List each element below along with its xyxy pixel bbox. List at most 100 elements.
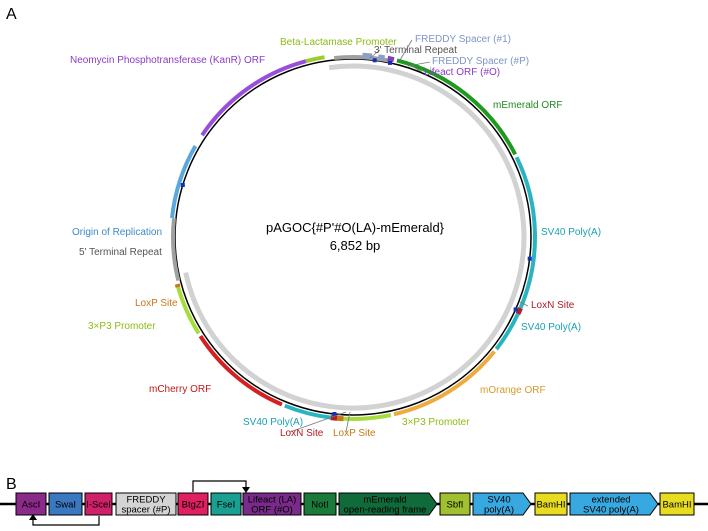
arc-freddy-spacer-1 (362, 52, 373, 59)
arc-origin-of-replication (170, 145, 198, 219)
arc-loxp-site-1 (336, 415, 344, 422)
arc-loxp-site-2 (174, 283, 181, 288)
arc-loxn-site-2 (330, 415, 338, 421)
label-memerald-orf: mEmerald ORF (493, 100, 562, 111)
linear-sbfi (439, 492, 471, 516)
linear-freddy-spacer-p-label: spacer (#P) (121, 505, 170, 516)
plasmid-name: pAGOC{#P'#O(LA)-mEmerald} (266, 220, 445, 235)
linear-bamhi-2 (659, 492, 695, 516)
arc-3xp3-promoter-1 (343, 413, 392, 422)
linear-noti-label: NotI (311, 500, 328, 511)
linear-memerald-label: open-reading frame (344, 505, 427, 516)
linear-i-scei (84, 492, 113, 516)
label-lifeact-orf: Lifeact ORF (#O) (424, 67, 500, 78)
arc-morange-orf (393, 350, 496, 417)
label-three-prime-terminal-repeat: 3' Terminal Repeat (374, 45, 457, 56)
arc-memerald-orf (396, 58, 517, 156)
linear-i-scei-label: I-SceI (86, 500, 111, 511)
feature-labels: Beta-Lactamase Promoter FREDDY Spacer (#… (70, 34, 601, 439)
label-freddy-spacer-p: FREDDY Spacer (#P) (432, 56, 529, 67)
label-freddy-spacer-1: FREDDY Spacer (#1) (415, 34, 511, 45)
arc-loxn-site-1 (515, 307, 523, 315)
label-beta-lactamase-promoter: Beta-Lactamase Promoter (280, 37, 397, 48)
label-mcherry-orf: mCherry ORF (149, 384, 211, 395)
label-loxp-site-1: LoxP Site (333, 428, 376, 439)
linear-sv40 (472, 492, 532, 516)
i-scei-arrowhead-icon (29, 514, 37, 520)
arc-five-prime-terminal-repeat (171, 217, 181, 281)
arc-lifeact-orf (387, 55, 395, 63)
label-sv40-polya-3: SV40 Poly(A) (243, 417, 303, 428)
arc-sv40-polya-3 (284, 403, 332, 420)
label-neomycin-orf: Neomycin Phosphotransferase (KanR) ORF (70, 55, 265, 66)
site-marker (388, 60, 392, 65)
linear-ascl-label: AscI (22, 500, 40, 511)
linear-btgzi (177, 492, 209, 516)
label-3xp3-promoter-2: 3×P3 Promoter (88, 321, 156, 332)
label-loxp-site-2: LoxP Site (135, 298, 178, 309)
plasmid-backbone (174, 58, 532, 416)
panel-label-b: B (6, 476, 17, 493)
linear-btgzi-label: BtgZI (182, 500, 205, 511)
linear-bamhi-2-label: BamHI (662, 500, 691, 511)
arc-beta-lactamase-promoter (305, 55, 325, 64)
linear-swal-label: SwaI (55, 500, 76, 511)
linear-swal (48, 492, 83, 516)
leader-line (519, 301, 529, 307)
linear-freddy-spacer-p (115, 492, 177, 516)
site-marker (372, 58, 377, 63)
linear-lifeact-label: ORF (#O) (251, 505, 293, 516)
linear-sbfi-label: SbfI (447, 500, 464, 511)
label-sv40-polya-2: SV40 Poly(A) (521, 322, 581, 333)
leader-line (407, 61, 431, 67)
site-marker (513, 307, 518, 312)
linear-ascl (15, 492, 47, 516)
linear-bamhi-1 (534, 492, 568, 516)
panel-label-a: A (6, 6, 17, 23)
linear-fsei (210, 492, 242, 516)
leader-line (289, 411, 347, 433)
i-scei-cut-arrow (32, 516, 100, 526)
linear-ext-sv40-label: extended (591, 495, 630, 506)
label-origin-of-replication: Origin of Replication (72, 227, 162, 238)
linear-memerald (338, 492, 438, 516)
arc-neomycin-orf (200, 59, 307, 137)
linear-lifeact (242, 492, 302, 516)
linear-sv40-label: poly(A) (484, 505, 514, 516)
arc-freddy-spacer-p (377, 54, 386, 61)
leader-line (411, 65, 423, 73)
linear-lifeact-label: Lifeact (LA) (248, 495, 297, 506)
site-marker (527, 256, 532, 261)
linear-bamhi-1-label: BamHI (536, 500, 565, 511)
linear-noti (303, 492, 337, 516)
leader-lines (289, 39, 529, 433)
label-loxn-site-2: LoxN Site (280, 428, 324, 439)
arc-3xp3-promoter-2 (176, 286, 201, 335)
linear-memerald-label: mEmerald (363, 495, 406, 506)
linear-freddy-spacer-p-label: FREDDY (126, 495, 166, 506)
label-sv40-polya-1: SV40 Poly(A) (541, 227, 601, 238)
btgzi-arrowhead-icon (242, 487, 250, 493)
leader-line (369, 49, 381, 59)
arc-sv40-polya-2 (494, 313, 520, 351)
arc-mcherry-orf (198, 335, 283, 407)
btgzi-cut-arrow (192, 480, 247, 492)
leader-line (399, 39, 413, 61)
leader-line (345, 411, 351, 433)
site-marker (180, 183, 185, 187)
linear-sv40-label: SV40 (487, 495, 510, 506)
plasmid-size: 6,852 bp (330, 238, 381, 253)
linear-fsei-label: FseI (217, 500, 235, 511)
site-marker (332, 412, 337, 416)
arc-sv40-polya-1 (514, 156, 537, 309)
plasmid-circular-map: Beta-Lactamase Promoter FREDDY Spacer (#… (70, 34, 601, 439)
linear-ext-sv40 (569, 492, 659, 516)
label-five-prime-terminal-repeat: 5' Terminal Repeat (79, 247, 162, 258)
linear-ext-sv40-label: SV40 poly(A) (583, 505, 639, 516)
inner-backbone-arc (183, 63, 527, 411)
label-3xp3-promoter-1: 3×P3 Promoter (402, 417, 470, 428)
label-loxn-site-1: LoxN Site (531, 300, 575, 311)
